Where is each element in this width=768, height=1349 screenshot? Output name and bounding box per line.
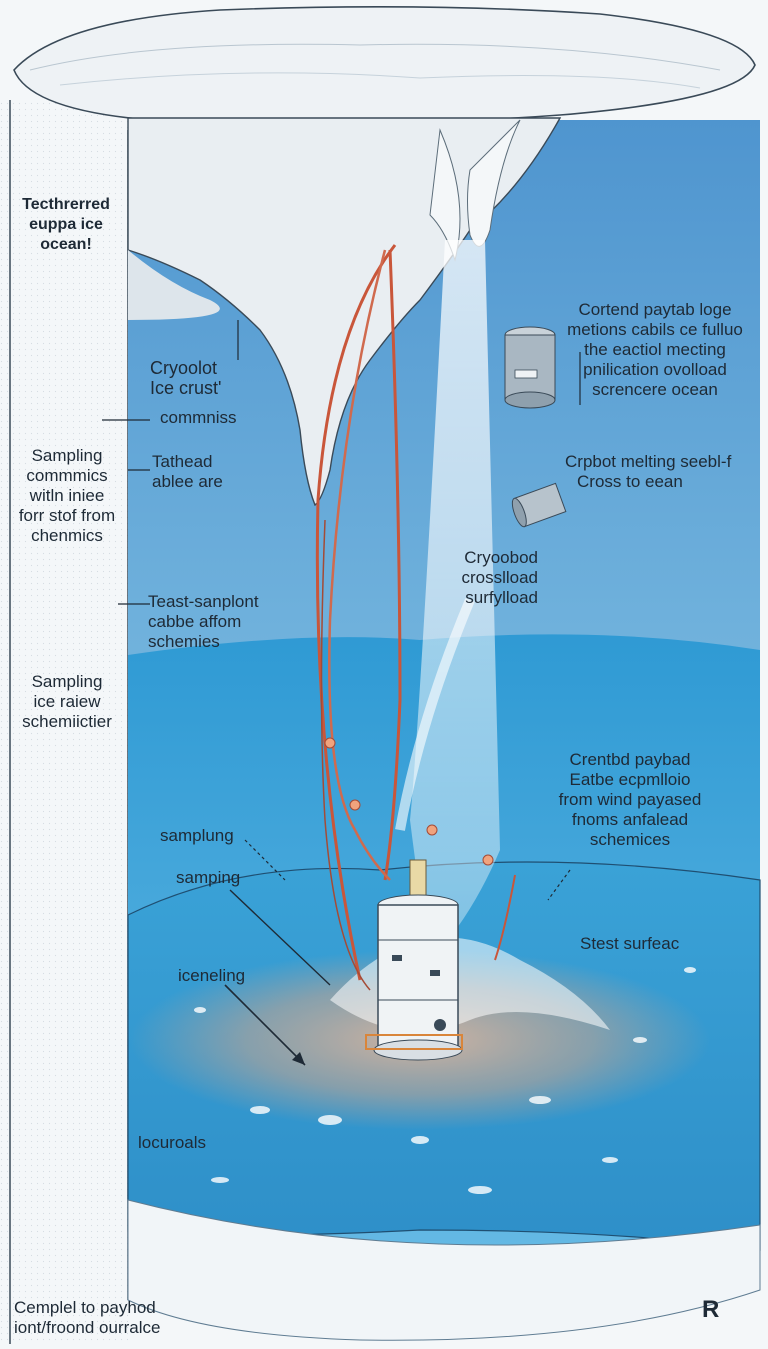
teast-label: Teast-sanplont cabbe affom schemies — [148, 592, 259, 651]
locuroals-label: locuroals — [138, 1133, 207, 1152]
payload-right-label: Cortend paytab loge metions cabils ce fu… — [567, 300, 743, 399]
cryobot-probe-icon — [365, 859, 463, 1061]
corner-mark: R — [702, 1296, 720, 1323]
bubbles — [194, 967, 696, 1194]
tether-node — [482, 854, 494, 866]
ice-shell-top — [13, 6, 756, 125]
stest-surface-label: Stest surfeac — [580, 934, 680, 953]
tathead-label: Tathead ablee are — [152, 452, 223, 491]
tether-node — [324, 737, 336, 749]
bottom-note: Cemplel to payhod iont/froond ourralce — [14, 1298, 161, 1337]
melting-canister-icon — [511, 482, 567, 528]
title-label: Tecthrerred euppa ice ocean! — [22, 196, 110, 253]
ice-texture — [29, 43, 721, 71]
commniss-label: commniss — [160, 408, 237, 427]
sampling-left-label: Sampling commmics witln iniee forr stof … — [18, 446, 116, 545]
left-panel — [0, 100, 130, 1344]
tether-cable-1 — [315, 244, 397, 981]
tether-cable-2 — [383, 249, 402, 881]
samping-label: samping — [176, 868, 241, 887]
cryoolot-label: Cryoolot Ice crust' — [150, 358, 222, 398]
sampling-ice-label: Sampling ice raiew schemiictier — [22, 672, 112, 731]
samplung-label: samplung — [160, 826, 234, 845]
cryobot-melting-label: Crpbot melting seebl-f Cross to eean — [565, 452, 732, 491]
melt-channel — [410, 240, 500, 960]
iceneling-label: iceneling — [178, 966, 246, 985]
seafloor-base — [127, 1199, 761, 1341]
tether-cable-3 — [328, 249, 391, 881]
crentbd-label: Crentbd paybad Eatbe ecpmlloio from wind… — [558, 750, 702, 849]
cryoobod-label: Cryoobod crosslload surfylload — [461, 548, 538, 607]
payload-canister-icon — [504, 326, 556, 409]
tether-node — [426, 824, 438, 836]
tether-node — [349, 799, 361, 811]
